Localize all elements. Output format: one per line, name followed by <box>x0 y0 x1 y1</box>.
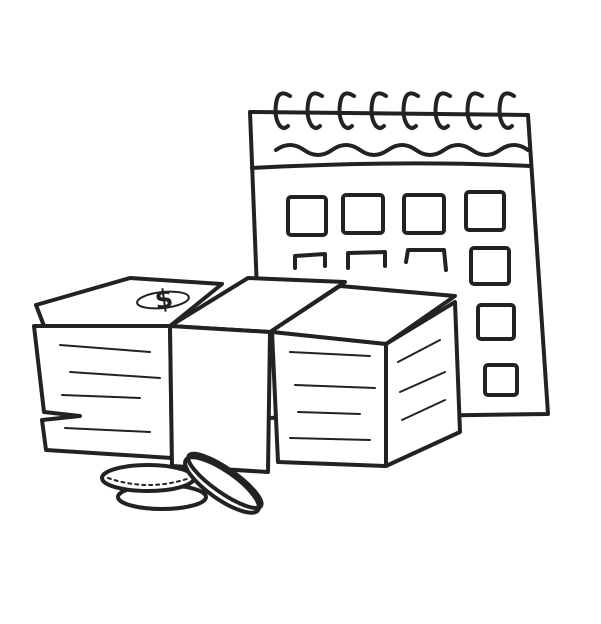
calendar-day-grid <box>286 190 519 397</box>
money-band <box>168 276 347 474</box>
spiral-ring <box>305 91 324 130</box>
spiral-ring <box>497 91 516 130</box>
money-stack-left: $ <box>32 276 224 460</box>
spiral-ring <box>465 91 484 130</box>
spiral-ring <box>433 91 452 130</box>
money-stack-right <box>268 284 462 468</box>
spiral-ring <box>369 91 388 130</box>
calendar-spiral-rings <box>273 91 516 130</box>
coins-icon <box>100 451 264 515</box>
spiral-ring <box>273 91 292 130</box>
calendar-title-squiggle <box>274 143 530 157</box>
spiral-ring <box>401 91 420 130</box>
calendar-header-divider <box>250 161 532 170</box>
spiral-ring <box>337 91 356 130</box>
bill-seal <box>136 290 190 310</box>
